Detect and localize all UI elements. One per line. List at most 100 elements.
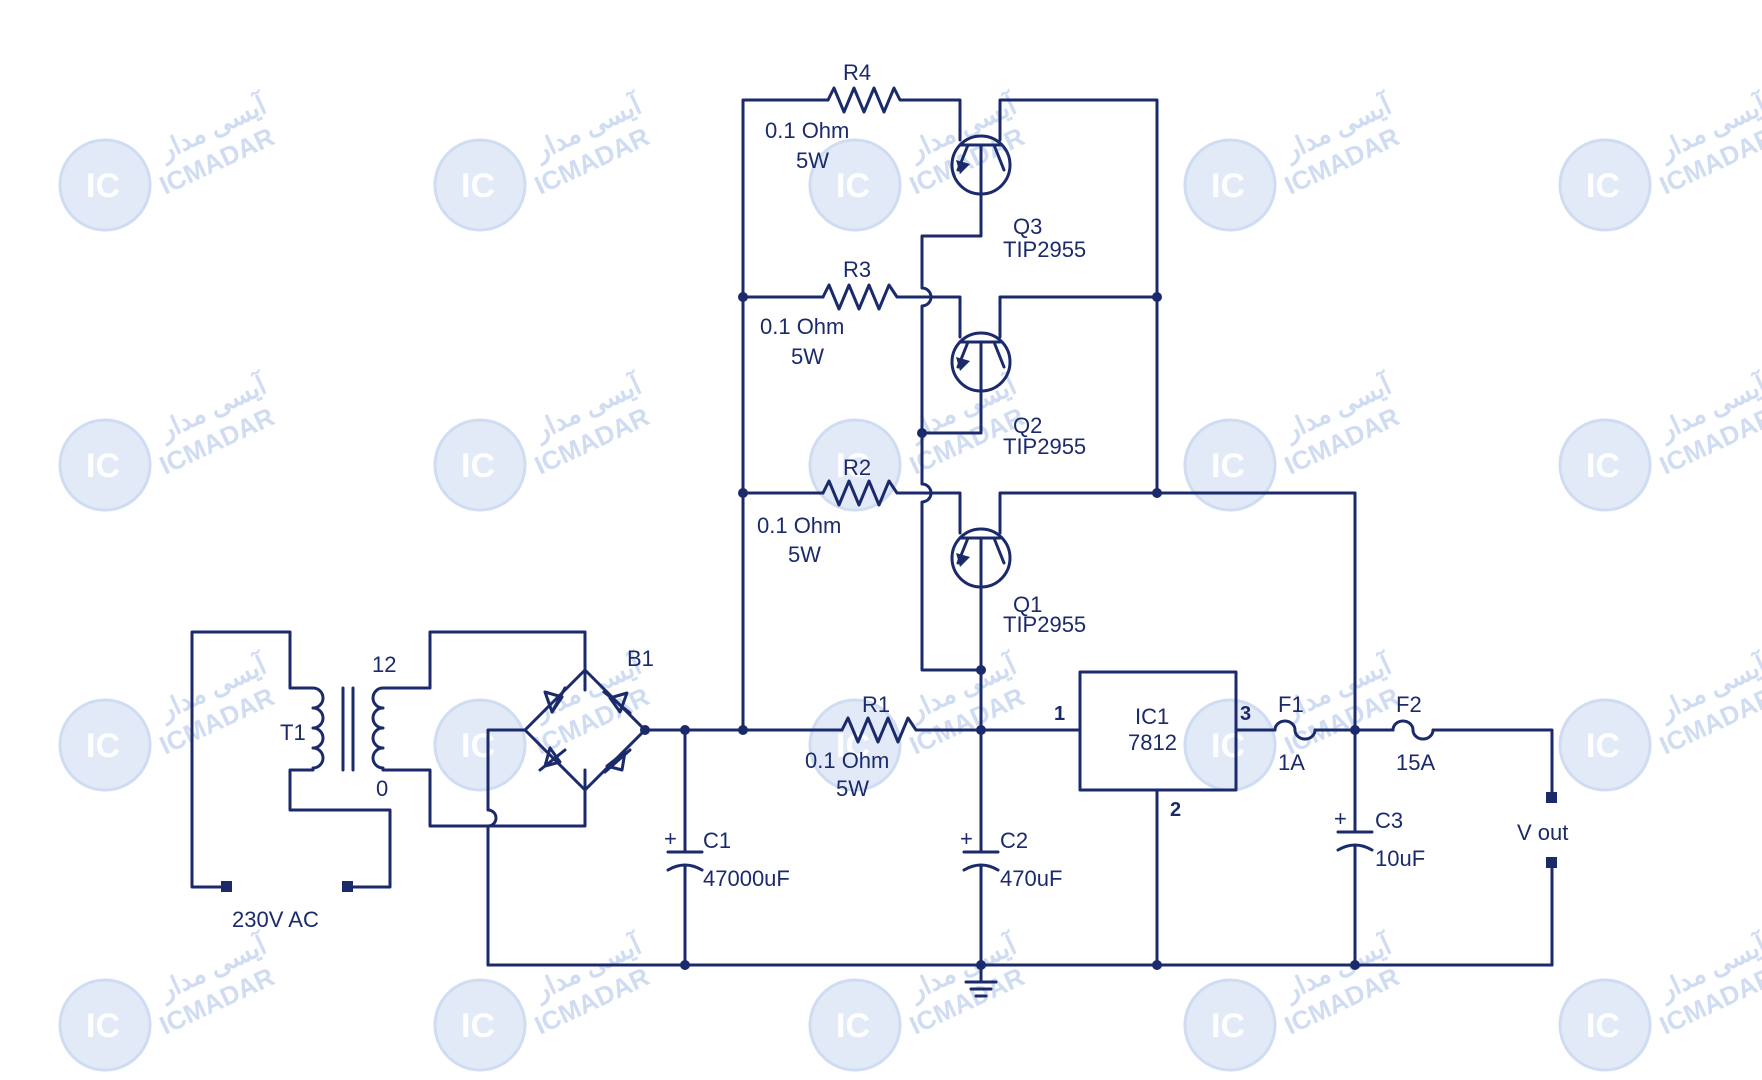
watermark-logo-text: IC — [1586, 167, 1620, 205]
fuse-f1-rating: 1A — [1278, 750, 1305, 775]
watermark-logo-text: IC — [86, 1007, 120, 1045]
capacitor-c3: + C3 10uF — [1334, 806, 1425, 871]
bridge-positive-node — [640, 725, 650, 735]
watermark-logo-text: IC — [1586, 447, 1620, 485]
watermark-logo-text: IC — [86, 167, 120, 205]
watermark-10: IC آیسی مدار ICMADAR — [1558, 368, 1762, 512]
bridge-rectifier-b1: B1 — [523, 646, 654, 792]
capacitor-c3-ref: C3 — [1375, 808, 1403, 833]
transistor-q3-arrow — [956, 160, 970, 174]
resistor-r4-body — [826, 86, 905, 114]
output-terminals: V out — [1517, 792, 1568, 868]
wire-ac-right — [288, 768, 392, 889]
junction-gnd-c3 — [1350, 960, 1360, 970]
transformer-t1: T1 12 0 — [280, 652, 396, 801]
capacitor-c3-plate-bottom — [1336, 843, 1374, 852]
transistor-q2: Q2 TIP2955 — [950, 331, 1086, 459]
junction-base-bus — [917, 428, 927, 438]
capacitor-c1: + C1 47000uF — [664, 826, 790, 891]
junction-q2-collector — [1152, 292, 1162, 302]
watermark-logo-text: IC — [1211, 167, 1245, 205]
watermark-17: IC آیسی مدار ICMADAR — [433, 928, 654, 1072]
wires — [190, 98, 1554, 967]
junction-gnd-ic1 — [1152, 960, 1162, 970]
watermark-logo-text: IC — [461, 447, 495, 485]
regulator-ic1: IC1 7812 1 3 2 — [1054, 670, 1251, 821]
watermark-logo-text: IC — [461, 167, 495, 205]
resistor-r2-ref: R2 — [843, 455, 871, 480]
bridge-diode-2 — [602, 690, 632, 715]
resistor-r2-body — [821, 479, 905, 507]
watermark-15: IC آیسی مدار ICMADAR — [1558, 648, 1762, 792]
watermark-logo — [58, 138, 152, 232]
transformer-ref: T1 — [280, 720, 306, 745]
wire-base-bus-2 — [920, 431, 983, 672]
ac-terminal-left — [221, 881, 232, 892]
transistor-q1: Q1 TIP2955 — [950, 527, 1086, 637]
resistor-r4: R4 0.1 Ohm 5W — [765, 60, 905, 173]
capacitor-c1-plate-bottom — [666, 863, 704, 872]
watermark-2: IC آیسی مدار ICMADAR — [433, 88, 654, 232]
transformer-secondary-coil — [371, 686, 385, 770]
transistor-q3-collector — [992, 143, 1006, 172]
watermark-9: IC آیسی مدار ICMADAR — [1183, 368, 1404, 512]
transistor-q2-arrow — [956, 357, 970, 371]
capacitor-c2-value: 470uF — [1000, 866, 1062, 891]
capacitor-c1-ref: C1 — [703, 828, 731, 853]
transistor-q1-part: TIP2955 — [1003, 612, 1086, 637]
wire-ac-left — [190, 630, 315, 889]
ground-icon — [964, 963, 998, 998]
transistor-q1-ref: Q1 — [1013, 592, 1042, 617]
bridge-diode-4 — [603, 748, 632, 774]
junction-c1-top — [680, 725, 690, 735]
transistor-q2-part: TIP2955 — [1003, 434, 1086, 459]
resistor-r1-value: 0.1 Ohm — [805, 748, 889, 773]
transistor-q3-part: TIP2955 — [1003, 237, 1086, 262]
ac-input-label: 230V AC — [232, 907, 319, 932]
regulator-ic1-pin2: 2 — [1170, 799, 1181, 821]
transformer-primary-coil — [311, 686, 325, 770]
watermark-logo-text: IC — [86, 447, 120, 485]
junction-r3 — [738, 292, 748, 302]
fuse-f1-body — [1273, 719, 1317, 741]
watermark-logo-text: IC — [836, 1007, 870, 1045]
resistor-r2: R2 0.1 Ohm 5W — [757, 455, 905, 567]
resistor-r3: R3 0.1 Ohm 5W — [760, 257, 905, 369]
capacitor-c2-ref: C2 — [1000, 828, 1028, 853]
wire-bridge-neg — [486, 728, 527, 967]
watermark-19: IC آیسی مدار ICMADAR — [1183, 928, 1404, 1072]
watermark-7: IC آیسی مدار ICMADAR — [433, 368, 654, 512]
resistor-r3-body — [821, 283, 905, 311]
resistor-r4-power: 5W — [796, 148, 829, 173]
wire-r3-emitter — [901, 295, 962, 339]
wire-sec-top — [381, 630, 587, 692]
resistor-r3-power: 5W — [791, 344, 824, 369]
regulator-ic1-part: 7812 — [1128, 730, 1177, 755]
watermark-4: IC آیسی مدار ICMADAR — [1183, 88, 1404, 232]
watermark-logo-text: IC — [86, 727, 120, 765]
watermark-logo-text: IC — [1586, 1007, 1620, 1045]
watermark-16: IC آیسی مدار ICMADAR — [58, 928, 279, 1072]
output-terminal-positive — [1546, 792, 1557, 803]
fuse-f2-body — [1391, 719, 1435, 741]
watermark-13: IC آیسی مدار ICMADAR — [808, 648, 1029, 792]
watermark-18: IC آیسی مدار ICMADAR — [808, 928, 1029, 1072]
regulator-ic1-pin1: 1 — [1054, 703, 1065, 725]
transistor-q3: Q3 TIP2955 — [950, 134, 1086, 262]
wire-sec-bottom — [381, 768, 587, 828]
junction-c3-top — [1350, 725, 1360, 735]
transformer-tap-top: 12 — [372, 652, 396, 677]
watermark-11: IC آیسی مدار ICMADAR — [58, 648, 279, 792]
junctions — [680, 292, 1360, 970]
junction-gnd-c1 — [680, 960, 690, 970]
transistor-q3-ref: Q3 — [1013, 214, 1042, 239]
watermark-logo-text: IC — [836, 447, 870, 485]
watermark-logo-text: IC — [836, 167, 870, 205]
resistor-r2-power: 5W — [788, 542, 821, 567]
output-terminal-negative — [1546, 857, 1557, 868]
transformer-tap-bottom: 0 — [376, 776, 388, 801]
capacitor-c2: + C2 470uF — [960, 826, 1062, 891]
wire-q1-collector — [998, 491, 1357, 732]
